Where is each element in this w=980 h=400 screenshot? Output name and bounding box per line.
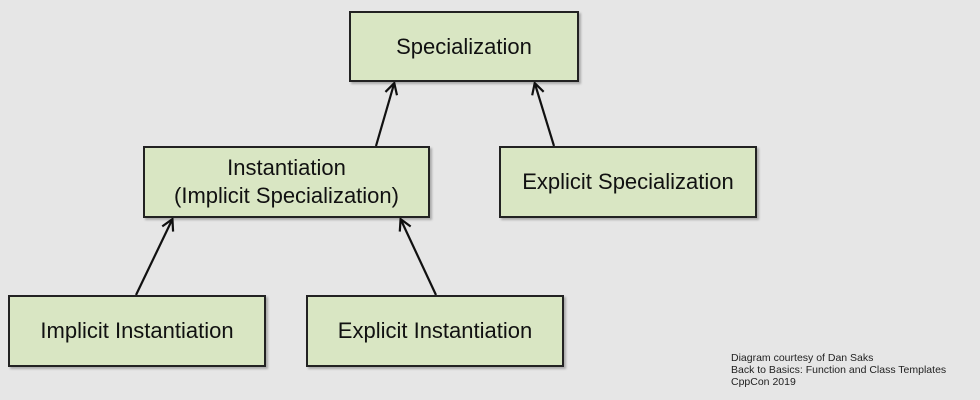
- edge-explicit-instantiation-to-instantiation: [401, 220, 437, 296]
- edge-explicit-specialization-to-specialization: [535, 84, 556, 147]
- node-explicit-specialization: Explicit Specialization: [499, 146, 757, 218]
- node-implicit-instantiation: Implicit Instantiation: [8, 295, 266, 367]
- node-specialization: Specialization: [349, 11, 579, 82]
- node-instantiation-label-line2: (Implicit Specialization): [174, 183, 399, 208]
- credit-text: Diagram courtesy of Dan Saks Back to Bas…: [731, 352, 946, 388]
- node-specialization-label: Specialization: [396, 33, 532, 59]
- edge-implicit-instantiation-to-instantiation: [135, 220, 172, 296]
- node-explicit-instantiation: Explicit Instantiation: [306, 295, 564, 367]
- node-explicit-specialization-label: Explicit Specialization: [522, 169, 734, 194]
- node-explicit-instantiation-label: Explicit Instantiation: [337, 318, 533, 343]
- credit-line-2: Back to Basics: Function and Class Templ…: [731, 364, 947, 376]
- edge-instantiation-to-specialization: [374, 84, 394, 147]
- node-instantiation: Instantiation (Implicit Specialization): [143, 146, 430, 218]
- node-implicit-instantiation-label: Implicit Instantiation: [40, 318, 234, 343]
- node-instantiation-label-line1: Instantiation: [227, 155, 346, 180]
- credit-line-3: CppCon 2019: [731, 376, 796, 388]
- credit-line-1: Diagram courtesy of Dan Saks: [731, 352, 874, 364]
